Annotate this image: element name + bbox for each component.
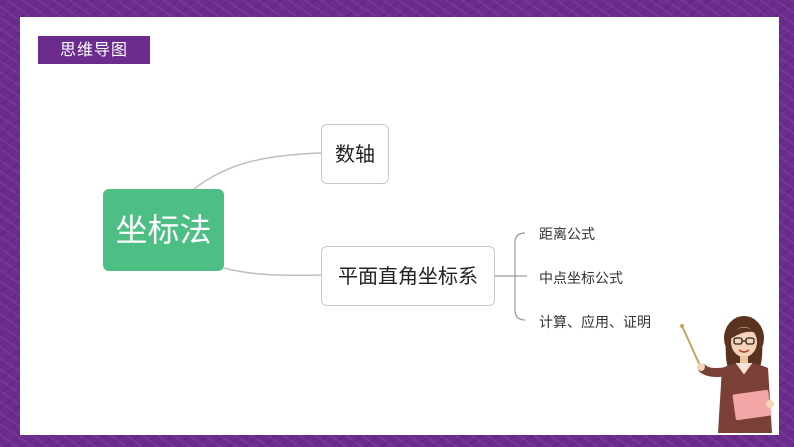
connector-root-to-shuzhou <box>194 153 321 189</box>
teacher-with-pointer-icon <box>672 308 784 433</box>
connector-root-to-pingmian <box>224 268 321 275</box>
mindmap-node-pingmian: 平面直角坐标系 <box>321 246 495 306</box>
mindmap-leaf-midpoint-formula: 中点坐标公式 <box>539 268 623 288</box>
mindmap-root-node: 坐标法 <box>103 189 224 271</box>
mindmap-leaf-distance-formula: 距离公式 <box>539 224 595 244</box>
mindmap-leaf-application: 计算、应用、证明 <box>539 312 651 332</box>
mindmap-node-shuzhou: 数轴 <box>321 124 389 184</box>
